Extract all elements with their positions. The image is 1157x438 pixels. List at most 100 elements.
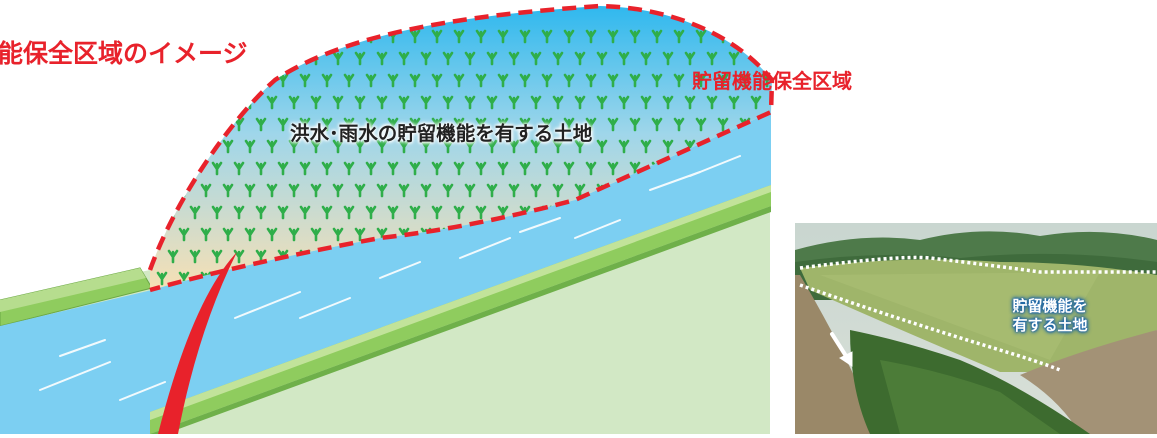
sprout-icon — [508, 95, 520, 110]
sprout-icon — [519, 117, 531, 132]
sprout-icon — [233, 205, 245, 220]
sprout-icon — [552, 183, 564, 198]
sprout-icon — [310, 227, 322, 242]
sprout-icon — [310, 183, 322, 198]
sprout-icon — [596, 95, 608, 110]
sprout-icon — [376, 139, 388, 154]
sprout-icon — [618, 95, 630, 110]
storage-land-label: 洪水･雨水の貯留機能を有する土地 — [290, 122, 593, 145]
sprout-icon — [629, 29, 641, 44]
sprout-icon — [431, 205, 443, 220]
sprout-icon — [662, 51, 674, 66]
sprout-icon — [178, 227, 190, 242]
sprout-icon — [299, 73, 311, 88]
sprout-icon — [563, 73, 575, 88]
sprout-icon — [541, 73, 553, 88]
sprout-icon — [607, 73, 619, 88]
sprout-icon — [774, 273, 782, 284]
sprout-icon — [222, 183, 234, 198]
sprout-icon — [475, 73, 487, 88]
sprout-icon — [442, 139, 454, 154]
sprout-icon — [431, 117, 443, 132]
sprout-icon — [706, 51, 718, 66]
sprout-icon — [332, 227, 344, 242]
sprout-icon — [530, 51, 542, 66]
sprout-icon — [409, 73, 421, 88]
sprout-icon — [343, 161, 355, 176]
sprout-icon — [574, 183, 586, 198]
sprout-icon — [387, 205, 399, 220]
sprout-icon — [365, 117, 377, 132]
sprout-icon — [607, 117, 619, 132]
sprout-icon — [387, 117, 399, 132]
sprout-icon — [453, 117, 465, 132]
sprout-icon — [717, 117, 729, 132]
sprout-icon — [299, 161, 311, 176]
sprout-icon — [310, 139, 322, 154]
sprout-icon — [651, 117, 663, 132]
sprout-icon — [233, 161, 245, 176]
sprout-icon — [354, 139, 366, 154]
sprout-icon — [574, 95, 586, 110]
sprout-icon — [651, 29, 663, 44]
sprout-icon — [354, 95, 366, 110]
sprout-icon — [475, 161, 487, 176]
sprout-icon — [365, 205, 377, 220]
sprout-icon — [277, 161, 289, 176]
sprout-icon — [156, 271, 168, 286]
sprout-icon — [574, 51, 586, 66]
sprout-icon — [453, 73, 465, 88]
back-levee-top — [0, 268, 146, 312]
sprout-icon — [774, 97, 782, 108]
sprout-icon — [519, 161, 531, 176]
sprout-icon — [321, 205, 333, 220]
sprout-icon — [200, 183, 212, 198]
sprout-icon — [585, 161, 597, 176]
sprout-icon — [552, 95, 564, 110]
sprout-icon — [321, 161, 333, 176]
sprout-icon — [596, 51, 608, 66]
pointer-wedge — [158, 252, 237, 434]
sprout-icon — [332, 183, 344, 198]
sprout-icon — [332, 95, 344, 110]
sprout-icon — [332, 139, 344, 154]
sprout-icon — [651, 73, 663, 88]
sprout-icon — [541, 29, 553, 44]
sprout-icon — [563, 161, 575, 176]
sprout-icon — [739, 73, 751, 88]
sprout-icon — [409, 29, 421, 44]
sprout-icon — [266, 139, 278, 154]
sprout-icon — [728, 95, 740, 110]
sprout-icon — [354, 51, 366, 66]
sprout-icon — [662, 95, 674, 110]
photo-caption-line2: 有する土地 — [1012, 316, 1088, 334]
sprout-icon — [662, 139, 674, 154]
sprout-icon — [420, 139, 432, 154]
sprout-icon — [431, 29, 443, 44]
sprout-icon — [211, 205, 223, 220]
sprout-icon — [585, 29, 597, 44]
sprout-icon — [255, 117, 267, 132]
sprout-icon — [618, 139, 630, 154]
sprout-icon — [167, 249, 179, 264]
diagram-title: 能保全区域のイメージ — [0, 39, 248, 68]
sprout-icon — [442, 95, 454, 110]
storage-zone-outline — [147, 3, 775, 293]
sprout-icon — [266, 95, 278, 110]
sprout-icon — [431, 161, 443, 176]
sprout-icon — [343, 117, 355, 132]
sprout-icon — [288, 139, 300, 154]
sprout-icon — [343, 73, 355, 88]
sprout-icon — [376, 51, 388, 66]
sprout-icon — [695, 73, 707, 88]
sprout-icon — [497, 117, 509, 132]
sprout-icon — [387, 161, 399, 176]
sprout-icon — [288, 95, 300, 110]
sprout-icon — [453, 205, 465, 220]
sprout-icon — [464, 183, 476, 198]
photo-caption: 貯留機能を 有する土地 — [985, 297, 1115, 335]
sprout-icon — [266, 183, 278, 198]
sprout-icon — [640, 51, 652, 66]
sprout-icon — [486, 139, 498, 154]
